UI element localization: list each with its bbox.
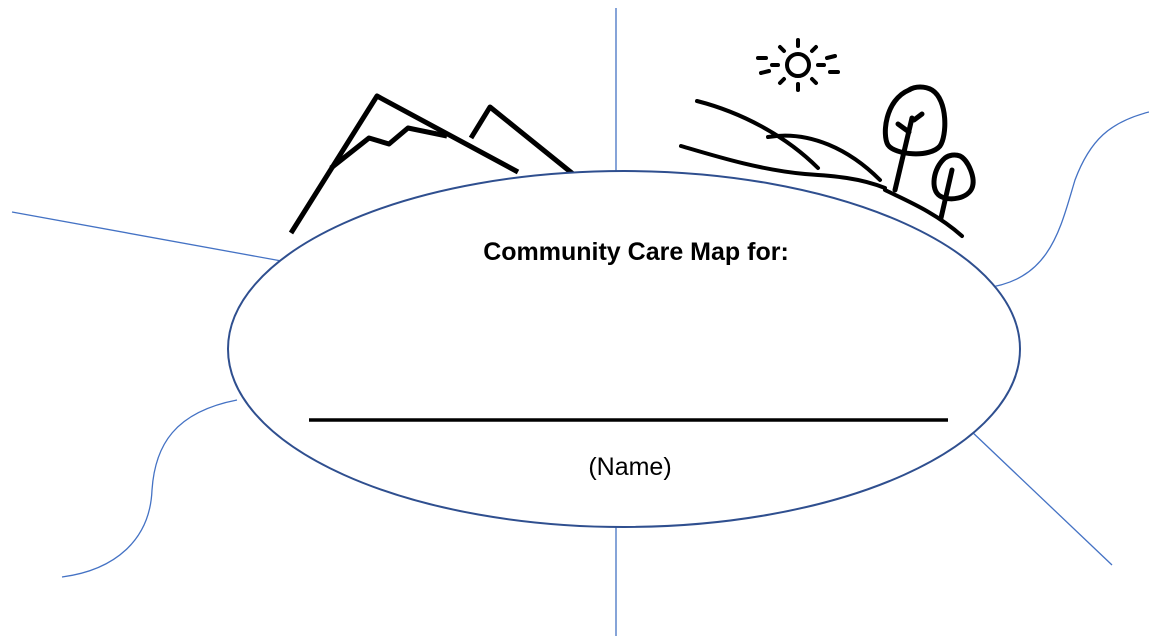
connector-bottom-right bbox=[969, 429, 1113, 566]
sun-icon bbox=[756, 38, 840, 92]
tree-icon bbox=[882, 84, 976, 221]
mountains-icon bbox=[288, 93, 585, 235]
connector-left bbox=[11, 211, 288, 263]
map-title: Community Care Map for: bbox=[483, 238, 789, 266]
connector-lines bbox=[11, 8, 1149, 636]
connector-right-curve bbox=[984, 111, 1149, 289]
hills-icon bbox=[679, 99, 964, 238]
name-caption: (Name) bbox=[588, 453, 672, 481]
connector-left-curve bbox=[61, 399, 238, 578]
central-ellipse bbox=[227, 170, 1021, 528]
